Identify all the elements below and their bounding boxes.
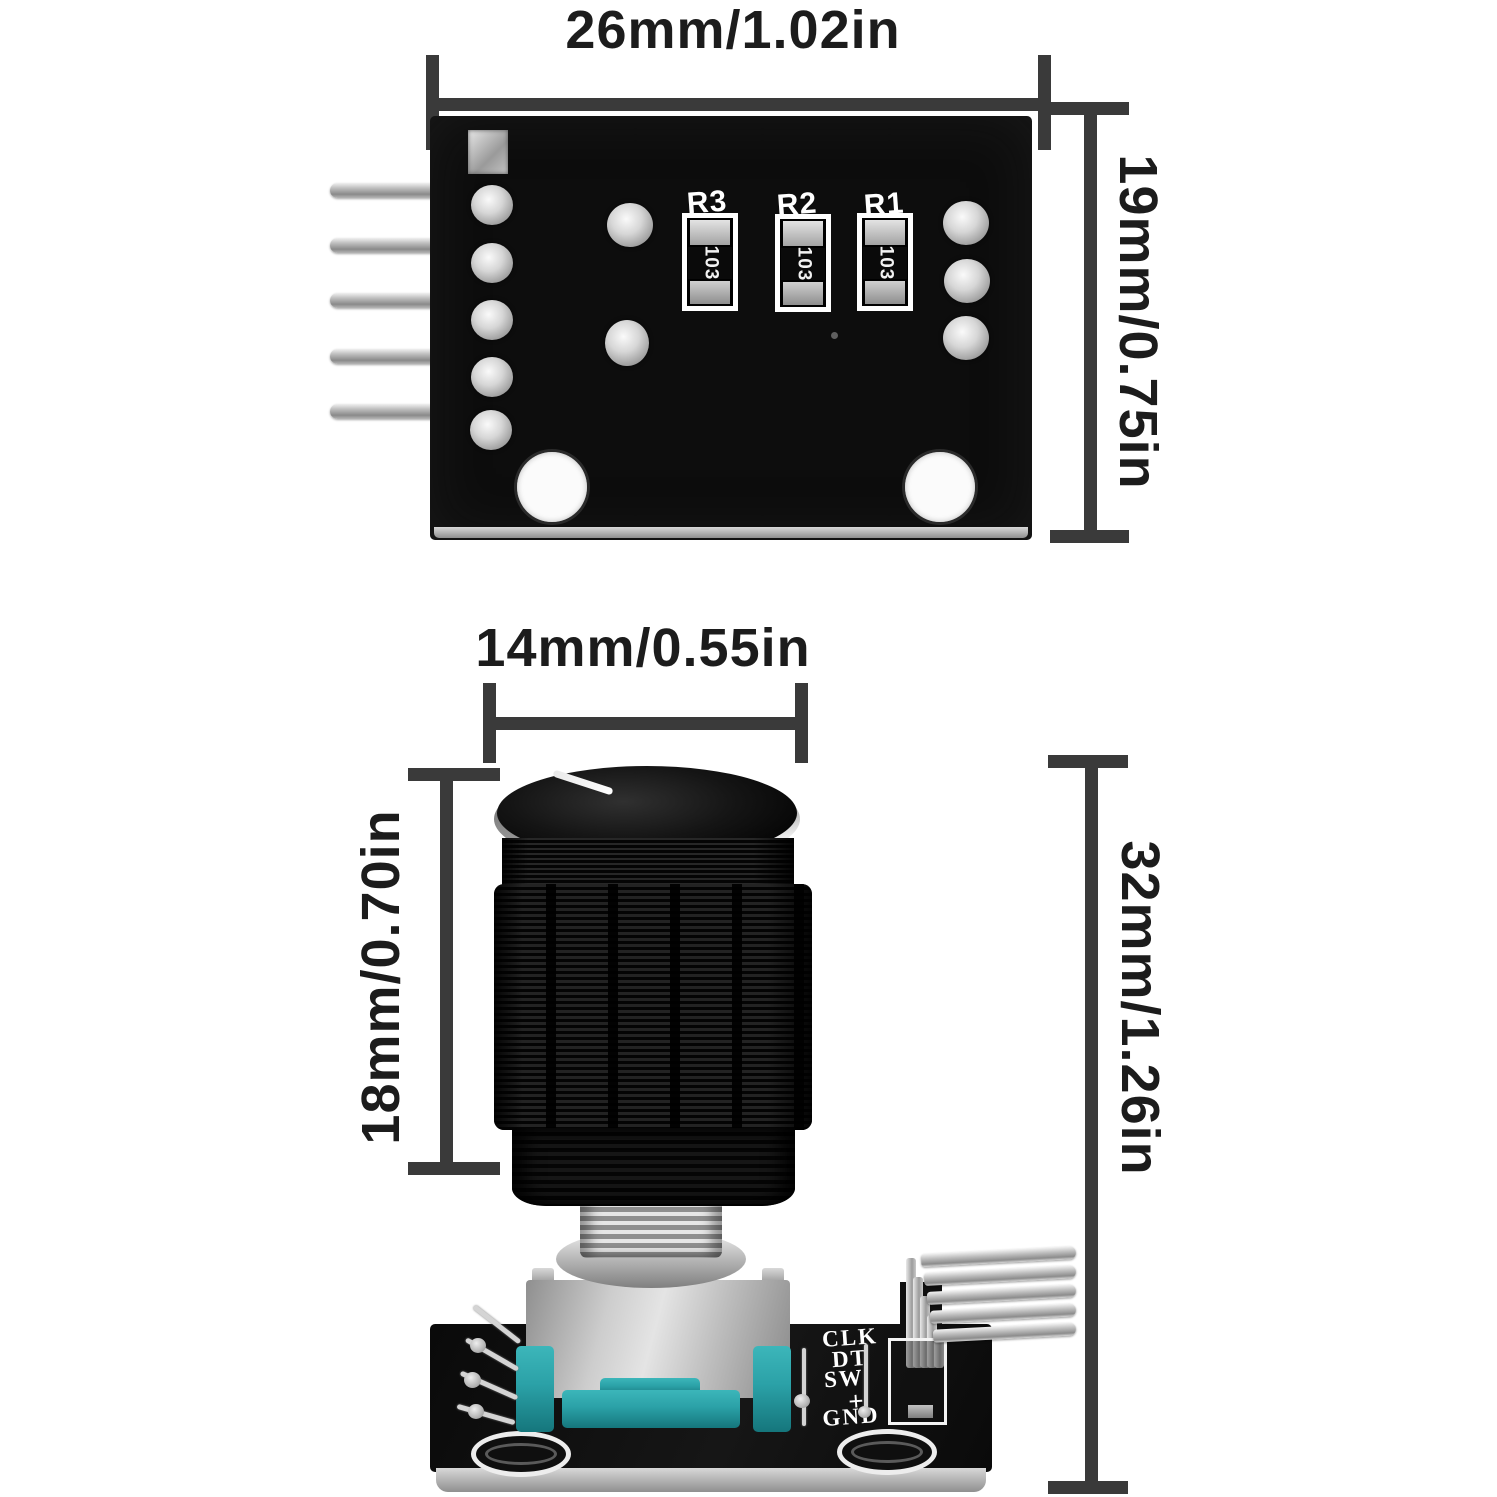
resistor-code: 103 (699, 245, 721, 281)
header-pin (330, 293, 434, 308)
solder-joint (944, 259, 990, 303)
resistor-chip: 103 (863, 245, 907, 281)
solder-joint (471, 243, 513, 283)
solder-joint (605, 320, 649, 366)
hole-inner-ring (485, 1443, 557, 1465)
angle-pin (920, 1245, 1077, 1268)
resistor-r3: 103 (682, 213, 738, 311)
header-pin (330, 238, 434, 253)
resistor-pad (690, 281, 730, 304)
board-width-dimension-line (432, 98, 1048, 111)
resistor-code: 103 (792, 246, 814, 282)
angle-pin (923, 1265, 1077, 1286)
knob-width-right-cap (795, 683, 808, 763)
header-pin (330, 404, 434, 419)
knob-width-label: 14mm/0.55in (475, 618, 811, 678)
board-height-dimension-line (1084, 112, 1097, 533)
knob-height-top-cap (408, 768, 500, 781)
resistor-pad (783, 221, 823, 246)
total-height-bottom-cap (1048, 1481, 1128, 1494)
encoder-plastic-base (562, 1390, 740, 1428)
pcb-test-point (831, 332, 838, 339)
total-height-top-cap (1048, 755, 1128, 768)
board-width-right-cap (1038, 55, 1051, 150)
resistor-pad (690, 220, 730, 245)
resistor-r2: 103 (775, 214, 831, 312)
knob-width-dimension-line (489, 717, 799, 730)
knob-barrel (494, 884, 812, 1130)
solder-joint (943, 316, 989, 360)
header-pin-leg (927, 1315, 937, 1368)
solder-joint (471, 185, 513, 225)
angle-pin (929, 1303, 1077, 1324)
resistor-pad (783, 282, 823, 305)
pcb-bottom-edge (434, 527, 1028, 538)
solder-joint (471, 357, 513, 397)
board-height-bottom-cap (1050, 530, 1129, 543)
solder-ball (858, 1406, 871, 1418)
angle-pin (926, 1284, 1077, 1305)
header-pin-leg (906, 1258, 916, 1368)
board-height-top-cap (1050, 102, 1129, 115)
knob-height-label: 18mm/0.70in (351, 809, 411, 1145)
knob-height-dimension-line (440, 776, 453, 1168)
resistor-pad (865, 220, 905, 245)
header-pin (330, 349, 434, 364)
solder-ball (464, 1372, 481, 1388)
resistor-chip: 103 (781, 246, 825, 282)
solder-pad-square (468, 130, 508, 174)
solder-joint (943, 201, 989, 245)
encoder-plastic-foot (753, 1346, 791, 1432)
hole-inner-ring (851, 1441, 923, 1463)
header-pin (330, 183, 434, 198)
knob-width-left-cap (483, 683, 496, 763)
knob-height-bottom-cap (408, 1162, 500, 1175)
resistor-r1: 103 (857, 213, 913, 311)
terminal-wire (802, 1348, 806, 1426)
resistor-code: 103 (874, 245, 896, 281)
header-pin-leg (934, 1334, 944, 1368)
board-height-label: 19mm/0.75in (1108, 154, 1168, 490)
mounting-hole (517, 452, 587, 522)
total-height-dimension-line (1085, 766, 1098, 1483)
mounting-hole-ring (837, 1429, 937, 1475)
knob-skirt (512, 1128, 795, 1206)
board-width-label: 26mm/1.02in (565, 0, 901, 60)
encoder-plastic-foot (516, 1346, 554, 1432)
solder-ball (468, 1404, 484, 1419)
terminal-wire (864, 1344, 868, 1414)
solder-joint (470, 410, 512, 450)
header-base-block (908, 1405, 933, 1418)
header-pin-leg (913, 1277, 923, 1368)
resistor-pad (865, 281, 905, 304)
solder-ball (470, 1338, 486, 1353)
mounting-hole (905, 452, 975, 522)
resistor-chip: 103 (688, 245, 732, 281)
header-pin-leg (920, 1296, 930, 1368)
total-height-label: 32mm/1.26in (1110, 840, 1170, 1176)
knob-barrel-shading (494, 884, 812, 1130)
solder-ball (794, 1394, 810, 1408)
solder-joint (471, 300, 513, 340)
mounting-hole-ring (471, 1431, 571, 1477)
solder-joint (607, 203, 653, 247)
